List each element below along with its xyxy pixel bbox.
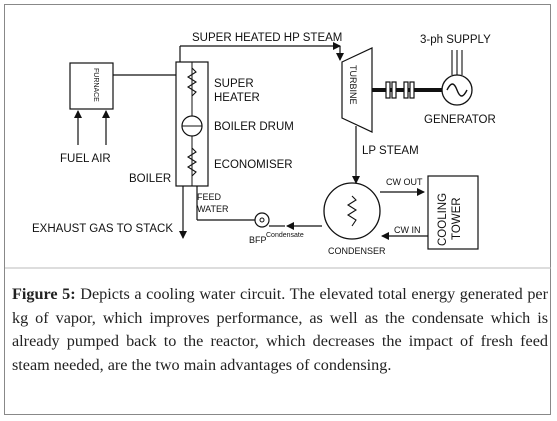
super-heater-coil [186,67,198,97]
cooling-water-circuit-diagram: SUPER HEATED HP STEAM FURNACE FUEL AIR S… [5,32,551,269]
super-heater-label: SUPER [214,78,254,90]
condenser-label: CONDENSER [328,246,386,256]
supply-lines [451,50,463,75]
cw-in-label: CW IN [394,225,421,235]
hp-steam-line [179,42,344,62]
condenser-coil [346,195,358,227]
supply-label: 3-ph SUPPLY [420,34,491,46]
turbine-icon [341,47,373,133]
figure-label: Figure 5: [12,285,76,303]
super-heated-steam-label: SUPER HEATED HP STEAM [192,32,342,44]
super-heater-label-2: HEATER [214,92,260,104]
furnace-label: FURNACE [92,68,99,102]
turbine-label: TURBINE [348,65,358,105]
generator-label: GENERATOR [424,114,496,126]
turbine-shaft [372,81,442,99]
fuel-air-label: FUEL AIR [60,153,111,165]
exhaust-label: EXHAUST GAS TO STACK [32,223,173,235]
boiler-label: BOILER [129,173,171,185]
figure-caption: Figure 5: Depicts a cooling water circui… [12,283,548,377]
condensate-label: Condensate [266,232,304,239]
bfp-label: BFP [249,235,267,245]
cooling-tower-box [427,175,479,250]
condenser-icon [323,182,381,240]
feed-label: FEED [197,192,222,202]
caption-text: Depicts a cooling water circuit. The ele… [12,285,548,374]
water-label: WATER [197,204,229,214]
tower-label: TOWER [451,197,463,240]
furnace-box [69,62,114,110]
boiler-drum-label: BOILER DRUM [214,121,294,133]
lp-steam-label: LP STEAM [362,145,419,157]
cooling-label: COOLING [437,193,449,246]
economiser-coil [186,147,198,177]
cw-out-label: CW OUT [386,177,423,187]
economiser-label: ECONOMISER [214,159,293,171]
